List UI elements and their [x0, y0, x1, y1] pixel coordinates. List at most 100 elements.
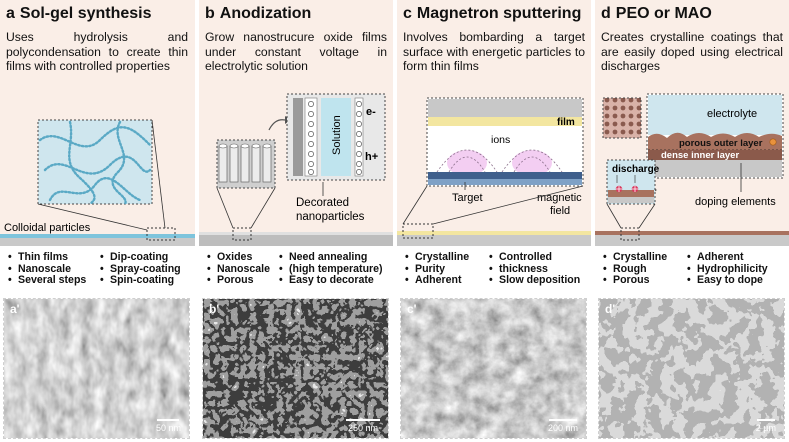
feature-item: Nanoscale	[8, 263, 86, 276]
panel-description: Creates crystalline coatings that are ea…	[601, 30, 783, 74]
sputtering-illustration: film ions Target magnetic field	[397, 97, 591, 246]
scale-label: 200 nm	[547, 423, 578, 433]
label-ions: ions	[491, 134, 510, 146]
scale-label: 50 nm	[155, 423, 181, 433]
label-electrolyte: electrolyte	[707, 108, 757, 120]
sem-texture	[401, 299, 586, 438]
feature-item: Controlled	[489, 251, 580, 264]
panel-title-text: PEO or MAO	[615, 5, 712, 22]
panel-letter: d	[601, 5, 611, 22]
feature-item: Nanoscale	[207, 263, 270, 276]
feature-item: Crystalline	[405, 251, 469, 264]
label-discharge: discharge	[612, 164, 660, 175]
features-left: Crystalline Rough Porous	[603, 251, 667, 287]
feature-item: thickness	[489, 263, 580, 276]
panel-features: Thin films Nanoscale Several steps Dip-c…	[0, 246, 195, 290]
zoom-source-box	[402, 223, 434, 239]
panel-letter: a	[6, 5, 15, 22]
feature-item: Slow deposition	[489, 275, 580, 287]
label-nanoparticles: nanoparticles	[296, 211, 365, 223]
panel-title-text: Anodization	[219, 5, 312, 22]
feature-item: Oxides	[207, 251, 270, 264]
feature-item: Spray-coating	[100, 263, 181, 276]
features-left: Oxides Nanoscale Porous	[207, 251, 270, 287]
feature-item: Crystalline	[603, 251, 667, 264]
feature-item: Porous	[207, 275, 270, 287]
feature-item: Easy to dope	[687, 275, 768, 287]
panel-features: Crystalline Rough Porous Adherent Hydrop…	[595, 246, 789, 290]
features-right: Dip-coating Spray-coating Spin-coating	[100, 251, 181, 287]
panel-features: Crystalline Purity Adherent Controlled t…	[397, 246, 591, 290]
polymer-chains	[38, 120, 152, 206]
label-hole: h+	[365, 151, 378, 163]
features-right: Controlled thickness Slow deposition	[489, 251, 580, 287]
feature-item: (high temperature)	[279, 263, 383, 276]
label-colloidal-particles: Colloidal particles	[4, 222, 91, 234]
feature-item: Several steps	[8, 275, 86, 287]
features-left: Thin films Nanoscale Several steps	[8, 251, 86, 287]
label-target: Target	[452, 192, 483, 204]
zoom-source-box	[232, 227, 252, 241]
features-right: Need annealing (high temperature) Easy t…	[279, 251, 383, 287]
scale-bar: 200 nm	[548, 419, 578, 433]
feature-item: Need annealing	[279, 251, 383, 264]
label-porous-outer-layer: porous outer layer	[679, 138, 763, 149]
label-electron: e-	[366, 106, 376, 118]
zoom-source-box	[620, 227, 640, 241]
feature-item: Rough	[603, 263, 667, 276]
sem-texture	[4, 299, 189, 438]
panel-features: Oxides Nanoscale Porous Need annealing (…	[199, 246, 393, 290]
sem-letter: d'	[605, 302, 616, 316]
feature-item: Porous	[603, 275, 667, 287]
feature-item: Spin-coating	[100, 275, 181, 287]
feature-item: Adherent	[405, 275, 469, 287]
porous-surface-inset	[602, 97, 642, 139]
label-solution: Solution	[331, 115, 343, 155]
sol-gel-illustration: Colloidal particles	[0, 119, 195, 246]
feature-item: Thin films	[8, 251, 86, 264]
sem-letter: b'	[209, 302, 220, 316]
sem-image-c: c' 200 nm	[400, 298, 587, 439]
zoom-source-box	[146, 227, 176, 241]
sem-letter: a'	[10, 302, 20, 316]
panel-description: Involves bombarding a target surface wit…	[403, 30, 585, 74]
label-magnetic: magnetic	[537, 192, 582, 204]
scale-bar: 50 nm	[156, 419, 181, 433]
sem-texture	[599, 299, 784, 438]
scale-label: 250 nm	[347, 423, 379, 433]
anodization-illustration: Solution e- h+ Decorated nanoparticles	[199, 93, 393, 246]
sol-gel-zoom-box	[37, 119, 153, 205]
panel-title-text: Sol-gel synthesis	[19, 5, 152, 22]
feature-item: Dip-coating	[100, 251, 181, 264]
sem-image-b: b' 250 nm	[202, 298, 389, 439]
peo-illustration: electrolyte porous outer layer dense inn…	[595, 93, 789, 246]
sem-image-a: a' 50 nm	[3, 298, 190, 439]
feature-item: Purity	[405, 263, 469, 276]
scale-bar: 2 µm	[756, 419, 776, 433]
label-dense-inner-layer: dense inner layer	[661, 150, 739, 161]
panel-title-text: Magnetron sputtering	[416, 5, 582, 22]
panel-description: Grow nanostrucure oxide films under cons…	[205, 30, 387, 74]
label-decorated: Decorated	[296, 197, 349, 209]
panel-letter: b	[205, 5, 215, 22]
feature-item: Adherent	[687, 251, 768, 264]
sem-image-d: d' 2 µm	[598, 298, 785, 439]
plasma-glow	[447, 150, 552, 176]
sem-texture	[203, 299, 388, 438]
features-left: Crystalline Purity Adherent	[405, 251, 469, 287]
panel-letter: c	[403, 5, 412, 22]
panel-description: Uses hydrolysis and polycondensation to …	[6, 30, 188, 74]
sem-letter: c'	[407, 302, 417, 316]
label-field: field	[550, 205, 570, 217]
label-doping-elements: doping elements	[695, 196, 776, 208]
feature-item: Hydrophilicity	[687, 263, 768, 276]
feature-item: Easy to decorate	[279, 275, 383, 287]
